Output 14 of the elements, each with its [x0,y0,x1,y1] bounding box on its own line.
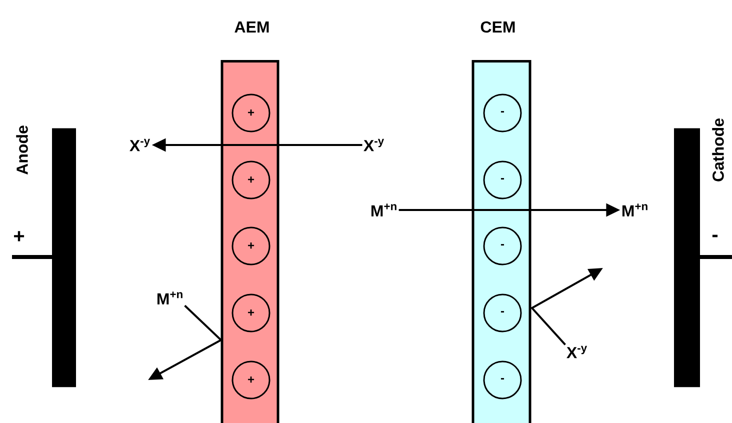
ion-label: M$^{+n}$ [371,204,396,216]
membrane-label: AEM [234,22,269,32]
membrane-label: CEM [480,21,515,33]
ion-label: M$^{+n}$ [157,292,182,304]
electrode-label: Anode [16,126,28,174]
ion-label: M$^{+n}$ [622,204,648,216]
polarity-sign: + [14,231,24,242]
electrode-bar [674,128,700,388]
ion-label: X$^{-y}$ [364,138,384,152]
electrode-label: Cathode [712,118,724,182]
ion-label: X$^{-y}$ [566,346,587,358]
ion-label: X$^{-y}$ [130,138,150,152]
electrode-bar [52,128,76,388]
polarity-sign: - [712,234,718,238]
